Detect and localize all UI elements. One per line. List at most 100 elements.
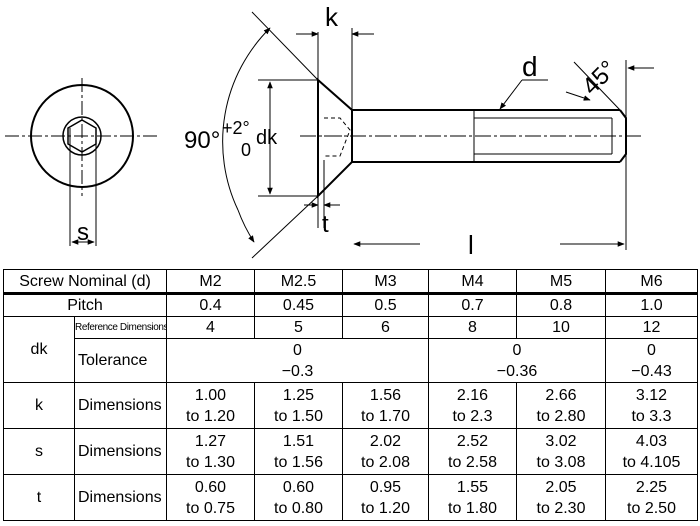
label-l: l (468, 230, 474, 260)
range-max: to 1.20 (361, 499, 410, 517)
range-min: 0.60 (194, 478, 227, 496)
tol-upper: 0 (512, 341, 522, 359)
k-cell: 3.12 to 3.3 (605, 382, 698, 429)
range-max: to 3.3 (631, 407, 672, 425)
pitch-cell: 0.45 (254, 293, 343, 317)
tol-upper: 0 (293, 341, 302, 359)
dk-tol-cell: 0 −0.36 (428, 338, 606, 383)
label-dk: dk (256, 127, 278, 149)
dk-ref-cell: 12 (605, 316, 698, 339)
range-max: to 1.70 (361, 407, 410, 425)
k-label: k (3, 382, 75, 429)
s-label: s (3, 428, 75, 475)
dk-ref-cell: 4 (166, 316, 255, 339)
range-min: 1.00 (194, 386, 227, 404)
range-max: to 2.58 (448, 453, 497, 471)
dk-ref-cell: 10 (516, 316, 606, 339)
row-dk-ref: dk Reference Dimensions 4 5 6 8 10 12 (3, 316, 698, 383)
t-label: t (3, 474, 75, 521)
range-min: 1.25 (282, 386, 315, 404)
pitch-cell: 0.5 (342, 293, 429, 317)
size-cell: M2.5 (254, 269, 343, 295)
range-max: to 1.80 (448, 499, 497, 517)
dk-tol-cell: 0 −0.43 (605, 338, 698, 383)
pitch-cell: 0.8 (516, 293, 606, 317)
screw-drawing: s k t dk (5, 2, 654, 260)
size-cell: M6 (605, 269, 698, 295)
screw-side-view (300, 77, 642, 199)
t-cell: 2.25 to 2.50 (605, 474, 698, 521)
dimension-t (304, 160, 340, 228)
t-cell: 1.55 to 1.80 (428, 474, 517, 521)
s-cell: 2.02 to 2.08 (342, 428, 429, 475)
dimension-dk (258, 79, 318, 197)
label-s: s (77, 219, 89, 246)
range-min: 1.55 (456, 478, 489, 496)
dimensions-label: Dimensions (74, 428, 167, 475)
tol-lower: −0.36 (496, 362, 538, 380)
label-chamfer: 45° (577, 55, 622, 100)
t-cell: 0.60 to 0.80 (254, 474, 343, 521)
range-max: to 2.50 (627, 499, 676, 517)
range-max: to 1.20 (186, 407, 235, 425)
tolerance-label: Tolerance (74, 338, 167, 383)
dk-ref-cell: 8 (428, 316, 517, 339)
range-min: 0.60 (282, 478, 315, 496)
range-max: to 2.80 (536, 407, 586, 425)
range-min: 4.03 (635, 432, 668, 450)
ref-dim-label: Reference Dimensions (74, 316, 167, 339)
row-size: Screw Nominal (d) M2 M2.5 M3 M4 M5 M6 (3, 269, 698, 295)
row-k: k Dimensions 1.00 to 1.20 1.25 to 1.50 1.5… (3, 382, 698, 429)
k-cell: 2.16 to 2.3 (428, 382, 517, 429)
row-pitch: Pitch 0.4 0.45 0.5 0.7 0.8 1.0 (3, 293, 698, 317)
label-angle: 90° (184, 127, 220, 154)
tol-upper: 0 (647, 341, 656, 359)
label-k: k (325, 2, 339, 32)
range-min: 1.56 (369, 386, 402, 404)
spec-table: Screw Nominal (d) M2 M2.5 M3 M4 M5 M6 Pi… (3, 269, 698, 521)
range-min: 2.25 (635, 478, 668, 496)
dk-label: dk (3, 316, 75, 383)
dk-ref-cell: 5 (254, 316, 343, 339)
size-cell: M3 (342, 269, 429, 295)
range-max: to 2.30 (536, 499, 586, 517)
range-max: to 1.56 (274, 453, 323, 471)
range-max: to 2.08 (361, 453, 410, 471)
label-t: t (322, 211, 329, 238)
k-cell: 1.00 to 1.20 (166, 382, 255, 429)
range-min: 3.12 (635, 386, 668, 404)
dk-ref-cell: 6 (342, 316, 429, 339)
range-min: 1.27 (194, 432, 227, 450)
range-min: 3.02 (545, 432, 577, 450)
dimension-angle (222, 11, 319, 259)
range-max: to 2.3 (452, 407, 493, 425)
dimension-chamfer (565, 60, 654, 118)
size-cell: M5 (516, 269, 606, 295)
s-cell: 1.51 to 1.56 (254, 428, 343, 475)
header-screw-nominal: Screw Nominal (d) (3, 269, 167, 295)
k-cell: 2.66 to 2.80 (516, 382, 606, 429)
range-max: to 0.80 (274, 499, 323, 517)
k-cell: 1.56 to 1.70 (342, 382, 429, 429)
k-cell: 1.25 to 1.50 (254, 382, 343, 429)
row-dk-tol: Tolerance 0 −0.3 0 −0.36 0 −0.43 (4, 338, 698, 383)
size-cell: M4 (428, 269, 517, 295)
range-min: 2.66 (545, 386, 577, 404)
range-min: 2.16 (456, 386, 489, 404)
pitch-label: Pitch (3, 293, 167, 317)
dimension-l (353, 154, 627, 250)
tol-lower: −0.3 (281, 362, 314, 380)
range-max: to 1.50 (274, 407, 323, 425)
range-min: 2.02 (369, 432, 402, 450)
range-min: 1.51 (282, 432, 315, 450)
dimension-k (296, 28, 374, 110)
dimensions-label: Dimensions (74, 382, 167, 429)
